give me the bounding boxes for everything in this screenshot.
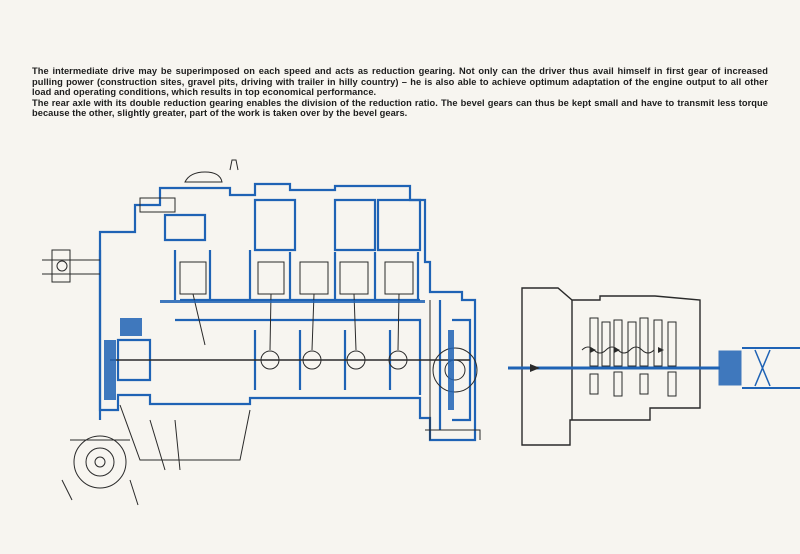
gearbox-arrows	[530, 347, 664, 372]
body-text: The intermediate drive may be superimpos…	[32, 66, 768, 119]
paragraph-rear-axle: The rear axle with its double reduction …	[32, 97, 768, 119]
engine-blue-fills	[104, 300, 454, 410]
gearbox-gears	[581, 317, 677, 397]
paragraph-intermediate-drive: The intermediate drive may be superimpos…	[32, 66, 768, 98]
gearbox-mainshaft	[508, 347, 800, 389]
engine-black-linework	[42, 159, 481, 506]
gearbox-housing	[521, 287, 701, 446]
